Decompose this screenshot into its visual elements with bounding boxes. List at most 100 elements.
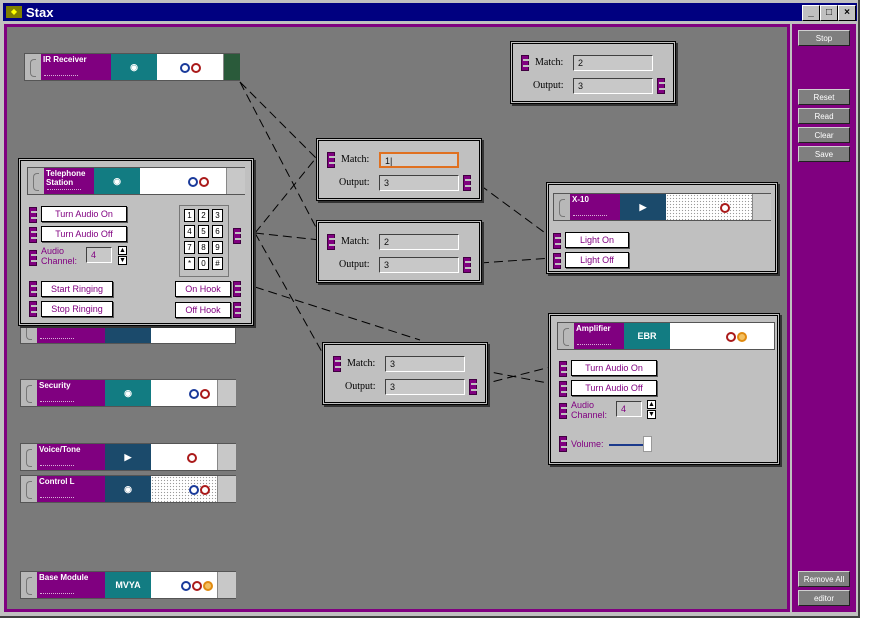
on-hook-button[interactable]: On Hook [175,281,231,297]
reset-button[interactable]: Reset [798,89,850,105]
input-port[interactable] [180,63,190,73]
output-connector[interactable] [469,379,478,395]
output-connector[interactable] [233,228,242,244]
output-field[interactable]: 3 [573,78,653,94]
x10-module[interactable]: X-10 ▶ Light On Light Off [546,182,778,274]
key-4[interactable]: 4 [184,225,195,238]
amplifier-module[interactable]: Amplifier EBR Turn Audio On Turn Audio O… [548,313,780,465]
save-button[interactable]: Save [798,146,850,162]
light-off-button[interactable]: Light Off [565,252,629,268]
input-connector[interactable] [559,381,568,397]
aux-port[interactable] [737,332,747,342]
telephone-header[interactable]: Telephone Station ◉ [27,167,245,195]
off-hook-button[interactable]: Off Hook [175,302,231,318]
key-star[interactable]: * [184,257,195,270]
turn-audio-off-button[interactable]: Turn Audio Off [41,226,127,242]
spin-down-icon[interactable]: ▼ [647,410,656,419]
input-connector[interactable] [559,436,568,452]
key-5[interactable]: 5 [198,225,209,238]
key-7[interactable]: 7 [184,241,195,254]
turn-audio-on-button[interactable]: Turn Audio On [571,360,657,376]
spin-down-icon[interactable]: ▼ [118,256,127,265]
read-button[interactable]: Read [798,108,850,124]
matcher-module[interactable]: Match: 2 Output: 3 [316,220,482,283]
input-port[interactable] [189,485,199,495]
match-field[interactable]: 1| [379,152,459,168]
maximize-button[interactable]: □ [820,5,838,21]
output-port[interactable] [726,332,736,342]
output-connector[interactable] [463,175,472,191]
input-connector[interactable] [29,250,38,266]
output-connector[interactable] [233,302,242,318]
minimize-button[interactable]: _ [802,5,820,21]
grip-icon[interactable] [21,444,37,470]
voice-tone-module[interactable]: Voice/Tone ▶ [20,443,236,471]
output-port[interactable] [199,177,209,187]
spin-up-icon[interactable]: ▲ [118,246,127,255]
control-module[interactable]: Control L ◉ [20,475,236,503]
remove-all-button[interactable]: Remove All [798,571,850,587]
aux-port[interactable] [203,581,213,591]
output-port[interactable] [200,485,210,495]
amplifier-header[interactable]: Amplifier EBR [557,322,775,350]
spin-up-icon[interactable]: ▲ [647,400,656,409]
input-connector[interactable] [559,361,568,377]
output-field[interactable]: 3 [379,175,459,191]
input-connector[interactable] [521,55,530,71]
input-port[interactable] [189,389,199,399]
grip-icon[interactable] [554,194,570,220]
input-connector[interactable] [327,152,336,168]
channel-field[interactable]: 4 [86,247,112,263]
grip-icon[interactable] [21,476,37,502]
key-8[interactable]: 8 [198,241,209,254]
matcher-module[interactable]: Match: 2 Output: 3 [510,41,676,104]
input-connector[interactable] [327,234,336,250]
output-connector[interactable] [233,281,242,297]
key-3[interactable]: 3 [212,209,223,222]
volume-slider-thumb[interactable] [642,436,652,452]
input-connector[interactable] [29,227,38,243]
grip-icon[interactable] [21,380,37,406]
output-port[interactable] [191,63,201,73]
input-connector[interactable] [553,233,562,249]
ir-receiver-module[interactable]: IR Receiver ◉ [24,53,240,81]
turn-audio-on-button[interactable]: Turn Audio On [41,206,127,222]
output-port[interactable] [187,453,197,463]
matcher-module[interactable]: Match: 3 Output: 3 [322,342,488,405]
match-field[interactable]: 3 [385,356,465,372]
input-port[interactable] [181,581,191,591]
output-field[interactable]: 3 [379,257,459,273]
key-hash[interactable]: # [212,257,223,270]
output-port[interactable] [192,581,202,591]
x10-header[interactable]: X-10 ▶ [553,193,771,221]
close-button[interactable]: × [838,5,856,21]
input-connector[interactable] [559,403,568,419]
key-0[interactable]: 0 [198,257,209,270]
key-9[interactable]: 9 [212,241,223,254]
key-6[interactable]: 6 [212,225,223,238]
output-port[interactable] [720,203,730,213]
input-connector[interactable] [333,356,342,372]
grip-icon[interactable] [25,54,41,80]
security-module[interactable]: Security ◉ [20,379,236,407]
match-field[interactable]: 2 [573,55,653,71]
volume-track[interactable] [609,444,651,446]
key-2[interactable]: 2 [198,209,209,222]
telephone-station-module[interactable]: Telephone Station ◉ Turn Audio On Turn A… [18,158,254,326]
turn-audio-off-button[interactable]: Turn Audio Off [571,380,657,396]
input-connector[interactable] [553,253,562,269]
output-port[interactable] [200,389,210,399]
match-field[interactable]: 2 [379,234,459,250]
input-connector[interactable] [29,301,38,317]
output-connector[interactable] [463,257,472,273]
stop-button[interactable]: Stop [798,30,850,46]
start-ringing-button[interactable]: Start Ringing [41,281,113,297]
output-field[interactable]: 3 [385,379,465,395]
input-connector[interactable] [29,207,38,223]
output-connector[interactable] [657,78,666,94]
key-1[interactable]: 1 [184,209,195,222]
grip-icon[interactable] [21,572,37,598]
input-port[interactable] [188,177,198,187]
grip-icon[interactable] [558,323,574,349]
base-module[interactable]: Base Module MVYA [20,571,236,599]
